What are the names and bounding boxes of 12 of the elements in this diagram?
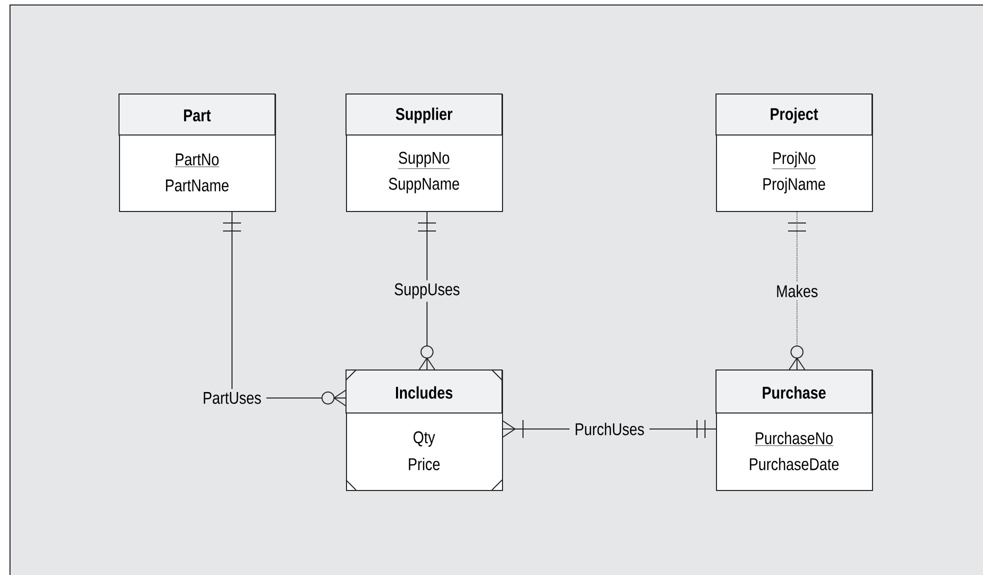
edge-label: Makes — [770, 282, 824, 300]
edge-label: SuppUses — [389, 280, 465, 302]
entity-box: Project ProjNo ProjName — [716, 94, 873, 212]
entity-box: Includes Qty Price — [346, 370, 503, 491]
edge-label: PartUses — [198, 389, 266, 407]
entity-box: Part PartNo PartName — [118, 94, 276, 212]
relationship-line — [418, 212, 436, 370]
relationship-line — [788, 212, 806, 370]
entity-box: Supplier SuppNo SuppName — [346, 94, 503, 212]
relationship-line — [222, 212, 346, 406]
entity-box: Purchase PurchaseNo PurchaseDate — [716, 370, 873, 491]
edge-label: PurchUses — [570, 420, 650, 438]
